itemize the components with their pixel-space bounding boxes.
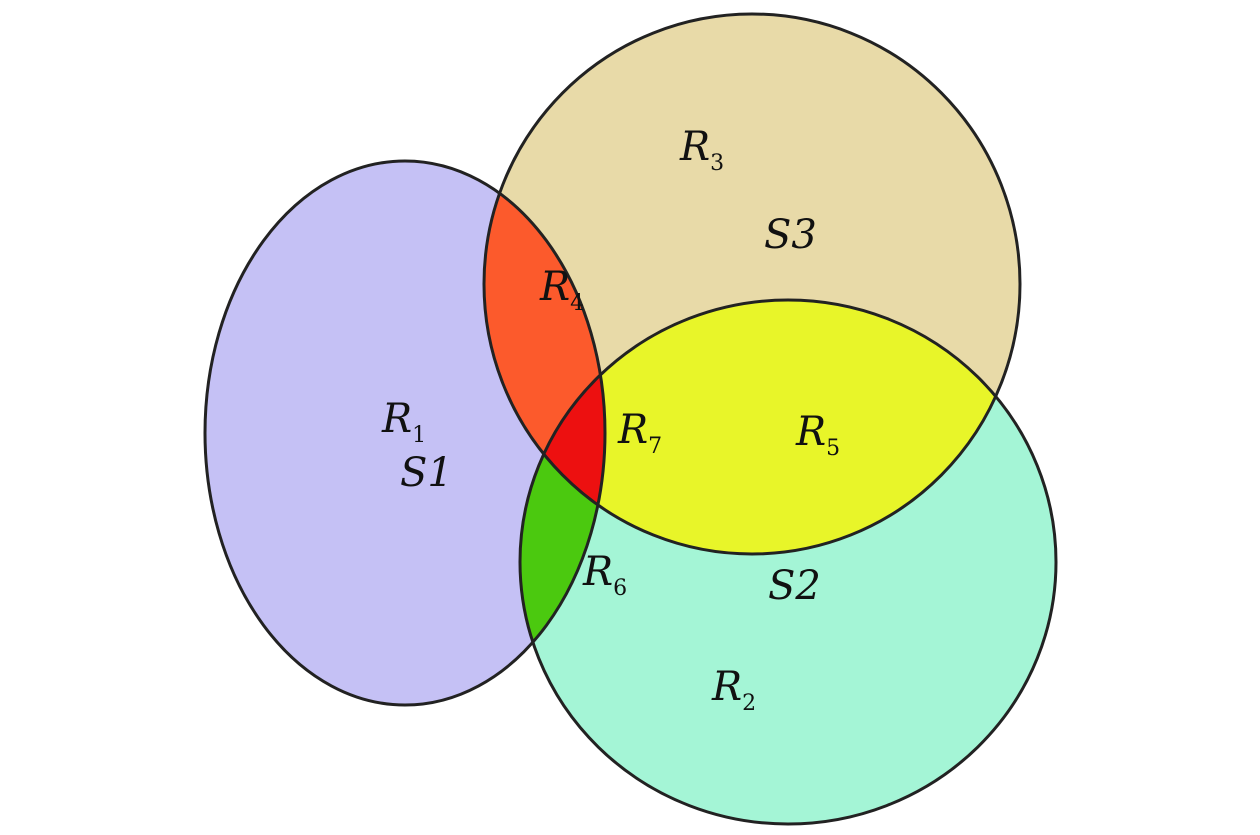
set-outlines: [203, 12, 1058, 826]
region-r4-label: R4: [539, 264, 584, 316]
intersection-fills: [484, 161, 1020, 705]
set-s2-label: S2: [768, 563, 821, 609]
set-labels: S1 S2 S3: [400, 212, 821, 609]
set-s3-label: S3: [764, 212, 817, 258]
region-r7-label: R7: [617, 407, 662, 459]
region-r6-label: R6: [582, 549, 627, 601]
region-r4-fill: [484, 161, 605, 554]
set-s2-outline: [518, 298, 1058, 826]
region-r1-label: R1: [381, 396, 426, 448]
set-s1-outline: [203, 159, 607, 707]
region-r5-label: R5: [795, 409, 840, 461]
region-r5-fill: [520, 300, 1020, 554]
region-r2-label: R2: [711, 664, 756, 716]
set-s3-outline: [482, 12, 1022, 556]
region-labels: R1 R2 R3 R4 R5 R6 R7: [381, 124, 840, 716]
set-s1-label: S1: [400, 450, 453, 496]
region-r3-label: R3: [679, 124, 724, 176]
